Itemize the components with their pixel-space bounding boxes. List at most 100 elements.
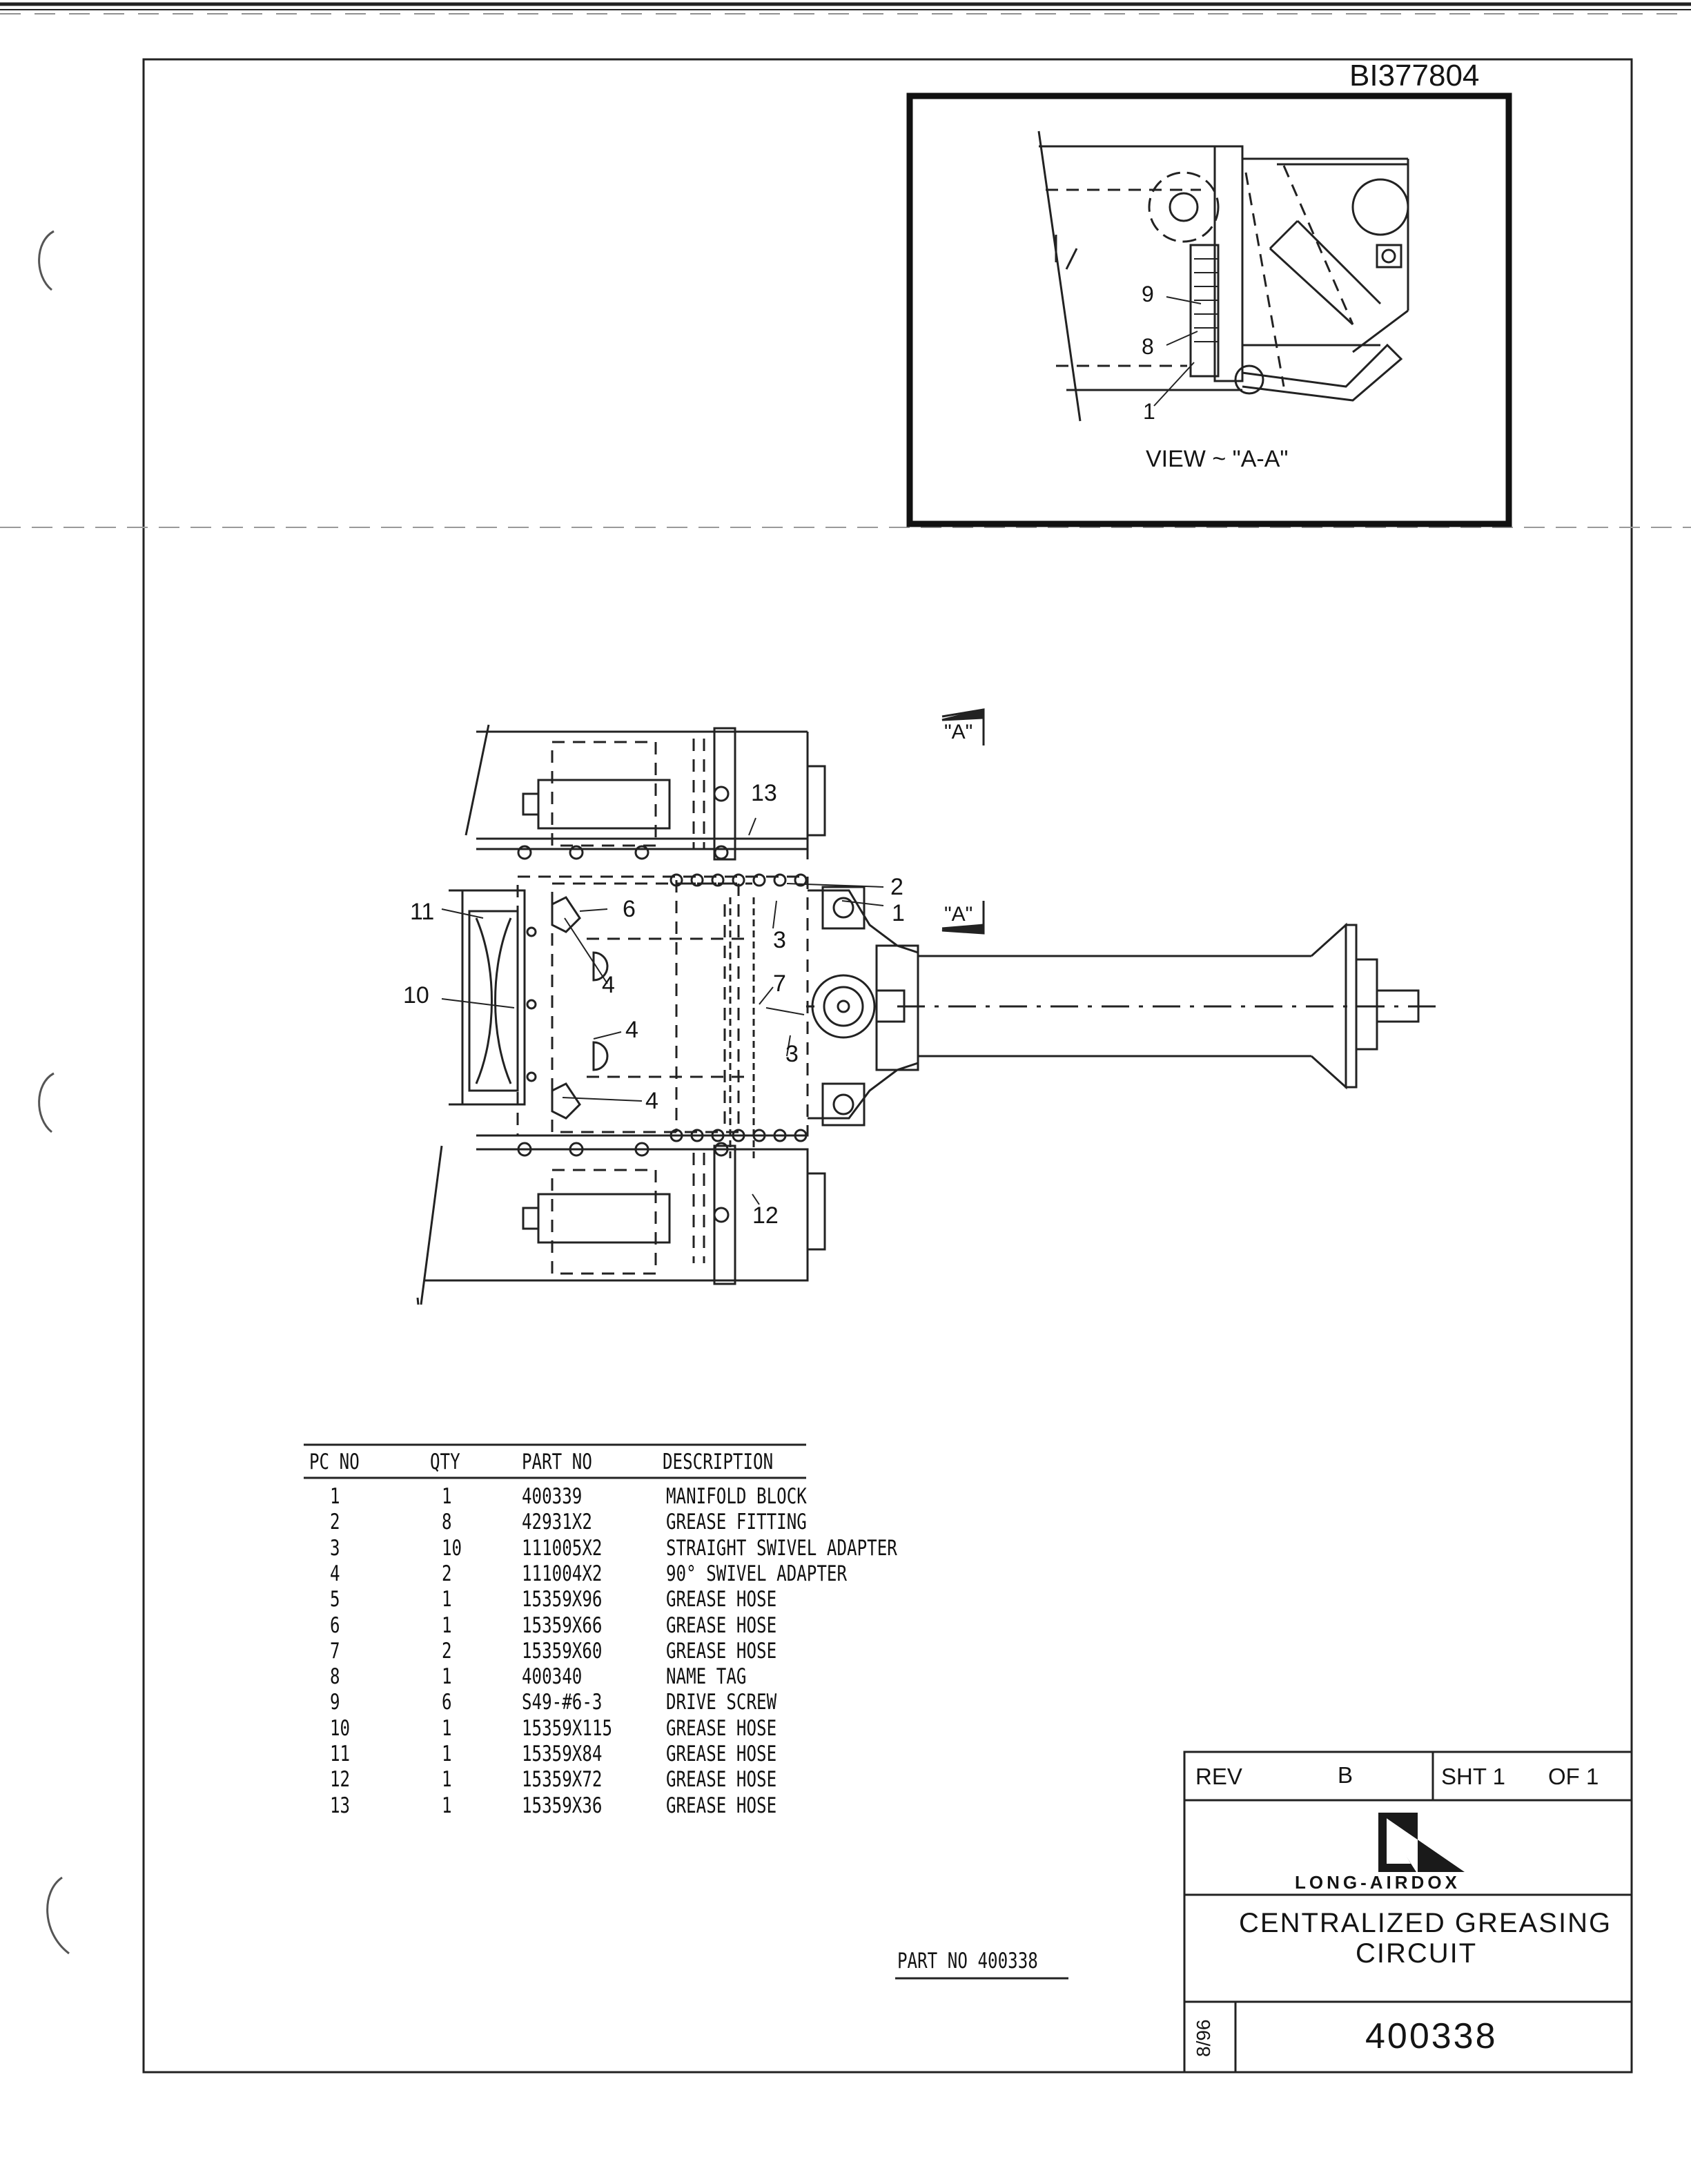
parts-cell-qty: 10 — [442, 1535, 462, 1561]
parts-cell-pc-no: 8 — [330, 1664, 340, 1690]
parts-cell-qty: 1 — [442, 1715, 452, 1741]
parts-cell-pc-no: 2 — [330, 1510, 340, 1535]
title-block-grid — [1183, 1751, 1633, 2074]
parts-cell-pc-no: 13 — [330, 1793, 351, 1818]
parts-list-row: 8 1 400340 NAME TAG — [304, 1664, 925, 1690]
callout-4-upper: 4 — [602, 972, 615, 998]
rev-value: B — [1338, 1762, 1353, 1788]
parts-cell-part-no: 42931X2 — [522, 1510, 592, 1535]
callout-1: 1 — [892, 900, 905, 926]
callout-13: 13 — [751, 780, 777, 806]
detail-callout-1: 1 — [1143, 399, 1155, 424]
parts-list-header: PC NO QTY PART NO DESCRIPTION — [304, 1450, 925, 1475]
parts-list-row: 10 1 15359X115 GREASE HOSE — [304, 1716, 925, 1742]
parts-cell-part-no: 400340 — [522, 1664, 583, 1690]
section-marker-a-top: "A" — [944, 721, 973, 743]
parts-cell-description: MANIFOLD BLOCK — [666, 1484, 807, 1509]
parts-cell-pc-no: 3 — [330, 1535, 340, 1561]
parts-cell-description: GREASE HOSE — [666, 1742, 777, 1766]
hole-punch-marks — [38, 230, 70, 1955]
parts-cell-description: GREASE FITTING — [666, 1510, 807, 1535]
parts-cell-description: NAME TAG — [666, 1664, 747, 1690]
detail-view-title: VIEW ~ "A-A" — [1146, 446, 1289, 472]
sheet-number: SHT 1 — [1441, 1764, 1505, 1789]
parts-table-rules — [304, 1443, 806, 1479]
sheet-border — [142, 58, 1633, 2074]
parts-list-row: 7 2 15359X60 GREASE HOSE — [304, 1639, 925, 1664]
main-assembly-view — [416, 708, 1443, 1305]
parts-cell-part-no: 15359X72 — [522, 1767, 603, 1793]
callout-7: 7 — [773, 971, 786, 997]
callout-3-lower: 3 — [785, 1041, 799, 1067]
section-marker-a-bottom: "A" — [944, 903, 973, 926]
parts-cell-pc-no: 11 — [330, 1742, 351, 1766]
parts-list-row: 12 1 15359X72 GREASE HOSE — [304, 1767, 925, 1793]
parts-cell-pc-no: 12 — [330, 1767, 351, 1793]
parts-cell-qty: 2 — [442, 1638, 452, 1664]
parts-cell-description: GREASE HOSE — [666, 1793, 777, 1818]
parts-cell-description: DRIVE SCREW — [666, 1690, 777, 1715]
parts-cell-part-no: 111004X2 — [522, 1561, 603, 1586]
part-no-label: PART NO 400338 — [897, 1949, 1038, 1973]
parts-cell-description: GREASE HOSE — [666, 1612, 777, 1638]
parts-cell-qty: 1 — [442, 1612, 452, 1638]
parts-list-row: 3 10 111005X2 STRAIGHT SWIVEL ADAPTER — [304, 1536, 925, 1561]
drawing-number: 400338 — [1365, 2016, 1498, 2056]
long-airdox-logo-mark — [1378, 1813, 1465, 1872]
parts-cell-pc-no: 9 — [330, 1690, 340, 1715]
header-qty: QTY — [430, 1450, 460, 1474]
detail-view-box — [906, 92, 1512, 527]
parts-cell-qty: 1 — [442, 1767, 452, 1793]
header-pc-no: PC NO — [309, 1450, 360, 1474]
parts-cell-pc-no: 1 — [330, 1484, 340, 1509]
header-part-no: PART NO — [522, 1450, 592, 1474]
drawing-title-line1: CENTRALIZED GREASING — [1239, 1908, 1612, 1938]
header-description: DESCRIPTION — [663, 1450, 774, 1474]
parts-list-row: 2 8 42931X2 GREASE FITTING — [304, 1510, 925, 1535]
parts-cell-description: STRAIGHT SWIVEL ADAPTER — [666, 1535, 897, 1561]
parts-cell-qty: 8 — [442, 1510, 452, 1535]
parts-cell-description: GREASE HOSE — [666, 1587, 777, 1612]
parts-list-row: 1 1 400339 MANIFOLD BLOCK — [304, 1484, 925, 1510]
callout-6: 6 — [623, 896, 636, 922]
parts-cell-part-no: 15359X60 — [522, 1638, 603, 1664]
parts-cell-qty: 1 — [442, 1742, 452, 1766]
callout-3-upper: 3 — [773, 927, 786, 953]
callout-4-lower: 4 — [645, 1088, 658, 1114]
parts-cell-part-no: 400339 — [522, 1484, 583, 1509]
parts-cell-description: GREASE HOSE — [666, 1638, 777, 1664]
parts-cell-qty: 6 — [442, 1690, 452, 1715]
parts-cell-part-no: 15359X115 — [522, 1715, 613, 1741]
parts-cell-qty: 1 — [442, 1484, 452, 1509]
parts-cell-description: GREASE HOSE — [666, 1715, 777, 1741]
parts-cell-pc-no: 10 — [330, 1715, 351, 1741]
parts-cell-qty: 1 — [442, 1793, 452, 1818]
parts-cell-qty: 1 — [442, 1587, 452, 1612]
parts-cell-qty: 1 — [442, 1664, 452, 1690]
callout-2: 2 — [890, 874, 903, 900]
parts-list-row: 9 6 S49-#6-3 DRIVE SCREW — [304, 1690, 925, 1715]
detail-callout-9: 9 — [1142, 282, 1154, 306]
drawing-id: BI377804 — [1349, 59, 1480, 92]
callout-12: 12 — [752, 1202, 779, 1229]
parts-cell-part-no: 15359X66 — [522, 1612, 603, 1638]
scan-top-edge — [0, 2, 1691, 14]
parts-cell-pc-no: 7 — [330, 1638, 340, 1664]
drawing-date: 8/96 — [1193, 2019, 1214, 2058]
company-name: LONG-AIRDOX — [1295, 1872, 1460, 1893]
parts-cell-pc-no: 5 — [330, 1587, 340, 1612]
rev-label: REV — [1195, 1764, 1242, 1789]
callout-10: 10 — [403, 982, 429, 1008]
parts-cell-description: GREASE HOSE — [666, 1767, 777, 1793]
parts-cell-part-no: S49-#6-3 — [522, 1690, 603, 1715]
parts-cell-pc-no: 6 — [330, 1612, 340, 1638]
parts-list-row: 6 1 15359X66 GREASE HOSE — [304, 1613, 925, 1639]
callout-4-middle: 4 — [625, 1017, 638, 1043]
parts-cell-part-no: 111005X2 — [522, 1535, 603, 1561]
